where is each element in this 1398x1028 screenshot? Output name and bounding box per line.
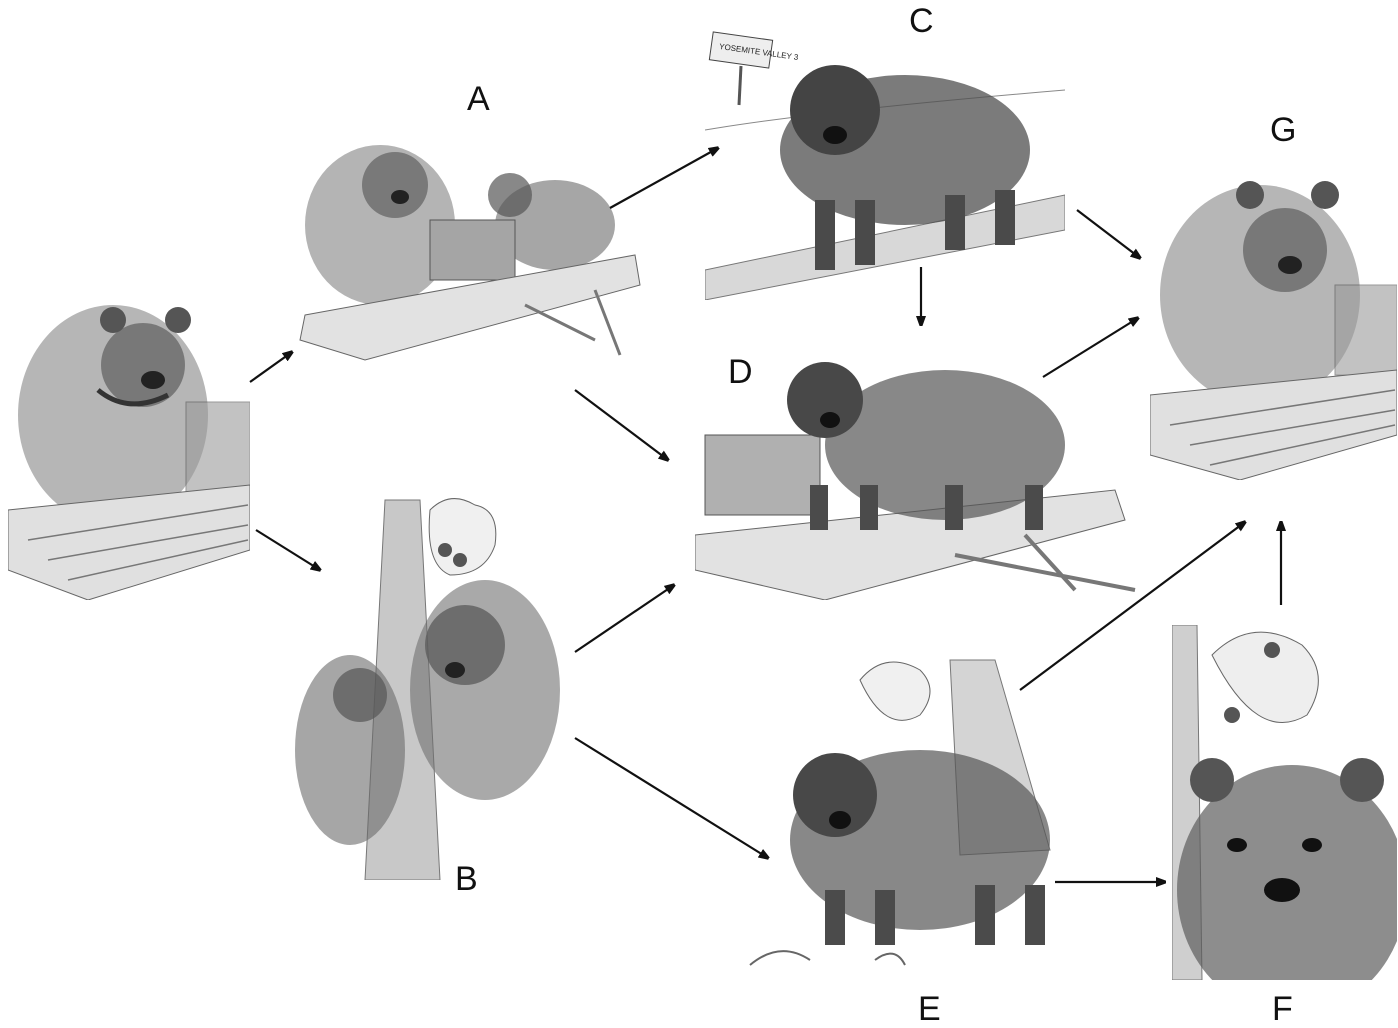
arrow-e-to-g [1020,522,1245,690]
arrow-start-to-b [256,530,320,570]
arrow-b-to-e [575,738,768,858]
arrow-a-to-d [575,390,668,460]
arrow-d-to-g [1043,318,1138,377]
arrow-start-to-a [250,352,292,382]
arrow-c-to-g [1077,210,1140,258]
arrow-b-to-d [575,585,674,652]
arrow-a-to-c [610,148,718,208]
